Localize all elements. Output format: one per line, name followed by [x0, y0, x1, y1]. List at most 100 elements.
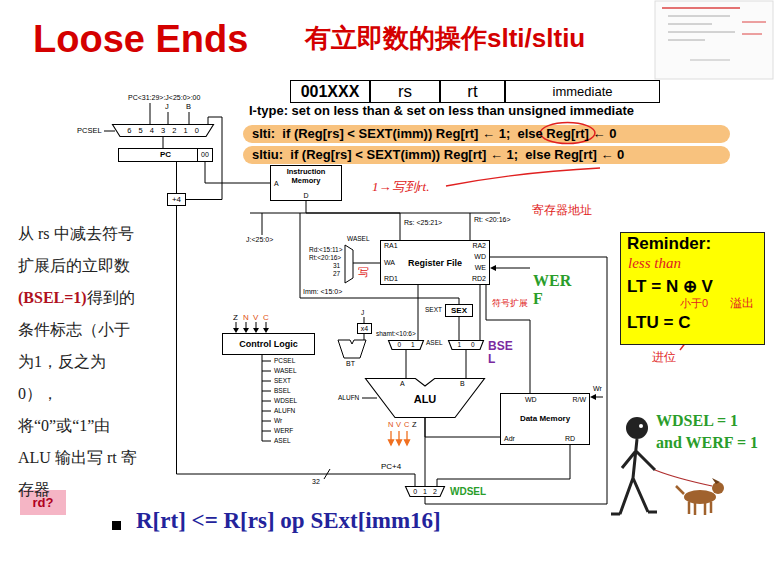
opcode-field: 001XXX	[290, 80, 370, 103]
node-label: ALU	[414, 393, 437, 406]
diagram-label: Rt:<20:16>	[309, 254, 341, 261]
diagram-label: R[rt] <= R[rs] op SExt[imm16]	[136, 508, 441, 534]
diagram-label: WERF	[533, 272, 575, 307]
diagram-label: Wr	[274, 417, 282, 424]
cartoon-figure	[611, 417, 724, 515]
diagram-label: C	[404, 421, 409, 430]
diagram-label: Wr	[593, 385, 602, 393]
adder-symbol	[338, 340, 366, 358]
diagram-label: Rt: <20:16>	[474, 216, 511, 224]
diagram-label: 寄存器地址	[532, 204, 592, 218]
reminder-box: Reminder:LT = N ⊕ VLTU = C	[620, 232, 765, 345]
rs-field: rs	[370, 80, 440, 103]
diagram-label: 进位	[652, 351, 676, 365]
wire-connector	[306, 201, 400, 240]
diagram-label: PCSEL	[274, 357, 295, 364]
note-paragraph: 从 rs 中减去符号扩展后的立即数(BSEL=1)得到的条件标志（小于为1，反之…	[18, 218, 143, 506]
node-label: Instruction Memory	[276, 168, 336, 185]
handwritten-mark	[446, 168, 690, 350]
diagram-label: V	[253, 313, 258, 322]
diagram-label: PC<31:29>:J<25:0>:00	[128, 94, 200, 102]
cartoon-figure	[611, 439, 657, 514]
bullet	[112, 521, 121, 530]
diagram-label: J	[165, 103, 169, 112]
wire-connector	[425, 418, 426, 486]
pin-label: B	[460, 380, 465, 388]
node-label: Control Logic	[239, 339, 298, 349]
diagram-label: 写	[358, 266, 369, 279]
mux-symbol: 0 1	[388, 340, 424, 350]
mux-outline	[113, 125, 214, 137]
diagram-label: J	[361, 309, 364, 316]
wire	[236, 322, 266, 329]
pin-label: WE	[475, 264, 486, 272]
bullet	[112, 521, 121, 530]
diagram-label: Z	[412, 421, 417, 430]
mux-outline	[389, 341, 424, 350]
pin-label: Adr	[504, 435, 515, 443]
pin-label: D	[303, 192, 308, 200]
thumbnail	[668, 40, 705, 41]
arrowhead	[590, 394, 596, 400]
diagram-label: N	[243, 313, 249, 322]
thumbnail	[655, 1, 773, 79]
diagram-label: J:<25:0>	[246, 236, 273, 244]
wire-connector	[205, 162, 270, 183]
node-label: immediate	[553, 84, 613, 99]
mux-outline	[406, 487, 445, 497]
mux-symbol	[345, 245, 353, 283]
diagram-label: SEXT	[274, 377, 291, 384]
diagram-label: 1→写到rt.	[372, 180, 429, 195]
sign-extend-box: SEX	[445, 304, 473, 317]
diagram-label: WERF	[274, 427, 293, 434]
pin-label: R/W	[572, 396, 586, 404]
diagram-label: WDSEL	[450, 486, 486, 498]
node-label: 6 5 4 3 2 1 0	[127, 126, 199, 135]
pin-label: RD	[565, 435, 575, 443]
diagram-label: BSEL	[488, 340, 516, 366]
shift-box: x4	[357, 323, 372, 334]
alu-symbol: ALU A B	[365, 378, 485, 418]
pin-label: LTU = C	[627, 313, 690, 333]
handwritten-mark	[446, 168, 600, 186]
arrowhead	[490, 265, 496, 271]
cartoon-figure	[655, 470, 712, 486]
wire-connector	[480, 285, 481, 340]
handwritten-ring	[540, 123, 595, 144]
memory-box: Instruction MemoryAD	[270, 165, 342, 201]
thumbnail	[742, 34, 762, 35]
diagram-label: WASEL	[347, 235, 370, 242]
wire-connector	[425, 418, 500, 437]
mux-outline	[449, 341, 484, 350]
pin-label: A	[400, 380, 405, 388]
pin-label: WA	[384, 259, 395, 267]
thumbnail	[668, 24, 712, 25]
pin-label: WD	[474, 253, 486, 261]
node-label: PC	[160, 150, 171, 159]
node-label: 0 1 2	[413, 487, 437, 495]
diagram-label: N	[388, 421, 393, 430]
wire	[104, 131, 115, 132]
wire	[362, 398, 377, 399]
diagram-label: 溢出	[730, 297, 754, 311]
highlight-band	[243, 146, 730, 164]
diagram-label: PCSEL	[77, 127, 102, 136]
wire-connector	[406, 350, 407, 378]
node-label: 001XXX	[301, 82, 360, 100]
wire-connector	[459, 317, 460, 340]
diagram-label: BT	[346, 360, 355, 368]
pc-register: PC00	[118, 148, 213, 162]
node-label: 0 1	[397, 341, 414, 348]
control-box: Control Logic	[222, 333, 315, 355]
wire	[150, 103, 189, 124]
diagram-label: WDSEL = 1 and WERF = 1	[656, 410, 764, 455]
cartoon-figure	[626, 417, 648, 439]
mux-symbol	[345, 245, 353, 283]
node-label: +4	[172, 195, 181, 204]
wire-connector	[418, 285, 419, 340]
note-text: (BSEL=1)	[18, 289, 87, 306]
node-label: rt	[467, 82, 477, 102]
diagram-label: ALUFN	[274, 407, 295, 414]
pin-label: LT = N ⊕ V	[627, 277, 713, 297]
